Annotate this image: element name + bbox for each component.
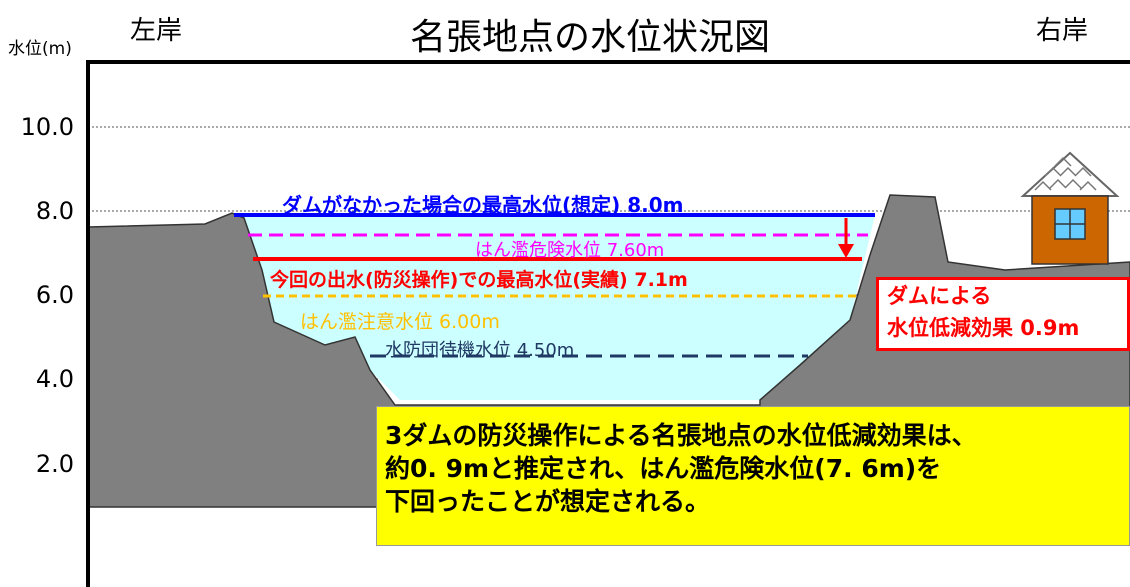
river-water xyxy=(240,215,875,400)
note-line-1: 3ダムの防災操作による名張地点の水位低減効果は、 xyxy=(385,421,977,450)
effect-line-2: 水位低減効果 0.9m xyxy=(887,316,1080,340)
label-flood-caution: はん濫注意水位 6.00m xyxy=(300,311,500,333)
right-bank-label: 右岸 xyxy=(1036,16,1089,46)
y-axis-label: 水位(m) xyxy=(8,39,72,59)
label-no-dam: ダムがなかった場合の最高水位(想定) 8.0m xyxy=(282,193,684,217)
left-bank-label: 左岸 xyxy=(130,16,183,46)
y-tick-4: 4.0 xyxy=(35,365,74,393)
y-tick-2: 2.0 xyxy=(35,450,74,478)
label-actual-max: 今回の出水(防災操作)での最高水位(実績) 7.1m xyxy=(270,269,688,291)
label-flood-danger: はん濫危険水位 7.60m xyxy=(475,240,665,261)
y-tick-6: 6.0 xyxy=(35,281,74,309)
y-tick-8: 8.0 xyxy=(35,197,74,225)
note-line-2: 約0. 9mと推定され、はん濫危険水位(7. 6m)を xyxy=(385,454,942,483)
page-title: 名張地点の水位状況図 xyxy=(409,17,770,58)
reduction-effect-box: ダムによる 水位低減効果 0.9m xyxy=(876,277,1130,351)
reduction-arrow xyxy=(838,218,854,258)
note-line-3: 下回ったことが想定される。 xyxy=(385,487,711,516)
y-tick-10: 10.0 xyxy=(20,113,74,141)
house-icon xyxy=(1020,151,1120,265)
label-standby: 水防団待機水位 4.50m xyxy=(385,340,575,361)
summary-note: 3ダムの防災操作による名張地点の水位低減効果は、 約0. 9mと推定され、はん濫… xyxy=(376,406,1130,546)
effect-line-1: ダムによる xyxy=(887,284,992,308)
